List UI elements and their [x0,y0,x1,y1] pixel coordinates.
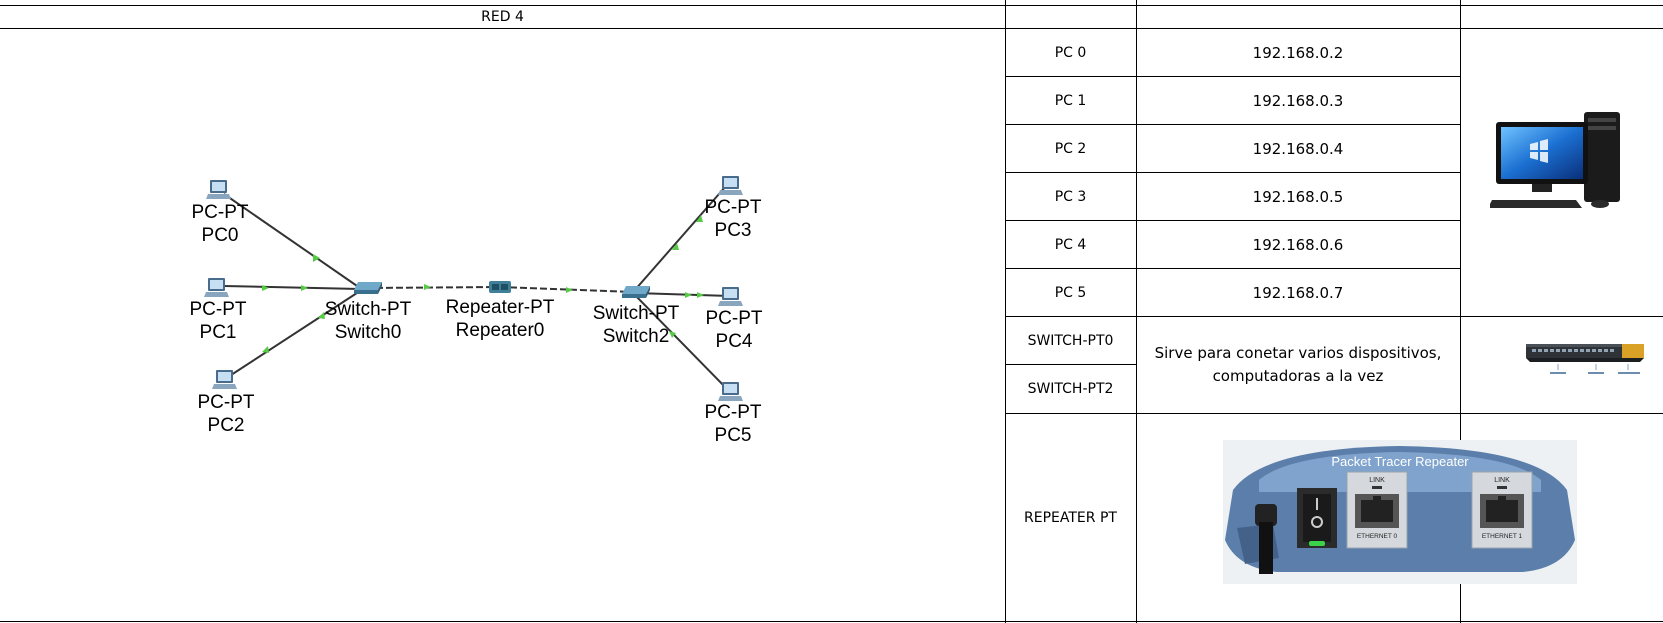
table-border-header [0,28,1663,29]
link-up-indicator [313,254,320,262]
link-status-markers [262,215,704,353]
connections [223,185,731,391]
device-name-label: PC5 [715,425,752,446]
repeater-image-caption: Packet Tracer Repeater [1331,454,1469,469]
switch-description: Sirve para conetar varios dispositivos, … [1136,317,1460,413]
device-name-label: PC2 [208,415,245,436]
network-topology-diagram: PC-PT PC0 PC-PT PC1 PC-PT PC2 Switch-PT … [190,176,763,446]
device-model-label: Switch-PT [593,303,680,324]
link-switch2-pc5 [633,293,729,391]
device-cell: PC 3 [1054,188,1087,205]
link-up-indicator [318,312,325,319]
device-cell: PC 1 [1054,92,1087,109]
pc-icon [204,278,229,297]
link-up-indicator [301,285,308,291]
row-line [1005,76,1460,77]
ip-cell: 192.168.0.6 [1252,235,1344,254]
device-cell: PC 2 [1054,140,1087,157]
pc-icon [206,180,231,199]
table-border-col1 [1005,0,1006,623]
link-up-indicator [424,284,431,290]
port-name-label: ETHERNET 0 [1357,533,1398,540]
device-model-label: PC-PT [705,402,762,423]
device-model-label: Switch-PT [325,299,412,320]
device-cell: PC 0 [1054,44,1087,61]
link-up-indicator [566,287,573,293]
device-model-label: PC-PT [198,392,255,413]
device-model-label: PC-PT [190,299,247,320]
pc-icon [718,287,743,306]
device-model-label: PC-PT [705,197,762,218]
link-pc1-switch0 [223,285,361,290]
switch-description-line: computadoras a la vez [1212,367,1384,385]
device-name-label: Switch0 [335,322,402,343]
device-name-label: Switch2 [603,326,670,347]
repeater-cell: REPEATER PT [1024,509,1117,526]
ip-cell: 192.168.0.4 [1252,139,1344,158]
link-switch0-repeater0 [365,286,501,289]
port-link-label: LINK [1369,477,1385,484]
link-switch2-pc4 [633,292,731,297]
device-model-label: PC-PT [706,308,763,329]
ip-cell: 192.168.0.7 [1252,283,1344,302]
row-line [1005,364,1136,365]
switch-device-image [1526,344,1644,374]
table-border-col3 [1460,0,1461,623]
device-name-label: Repeater0 [456,320,545,341]
port-link-label: LINK [1494,477,1510,484]
table-border-top [0,5,1663,6]
link-up-indicator [697,292,704,298]
network-title: RED 4 [481,9,524,25]
pc-icon [718,382,743,401]
ip-cell: 192.168.0.5 [1252,187,1344,206]
link-up-indicator [669,331,676,338]
device-name-label: PC0 [202,225,239,246]
desktop-computer-image [1490,112,1620,208]
repeater-device-image: Packet Tracer Repeater LINK LINK ETHERNE… [1223,440,1577,584]
row-line [1005,268,1460,269]
switch-cell: SWITCH-PT0 [1027,332,1114,349]
pc-icon [212,370,237,389]
row-line [1005,413,1663,414]
row-line [1005,316,1663,317]
row-line [1005,124,1460,125]
table-border-col2 [1136,0,1137,623]
device-model-label: PC-PT [192,202,249,223]
link-pc0-switch0 [223,193,361,289]
link-up-indicator [262,285,269,291]
device-model-label: Repeater-PT [446,297,555,318]
pc-icon [718,176,743,195]
row-line [1005,172,1460,173]
link-up-indicator [262,346,269,353]
port-name-label: ETHERNET 1 [1482,533,1523,540]
switch-cell: SWITCH-PT2 [1027,381,1114,397]
device-name-label: PC1 [200,322,237,343]
row-line [1005,220,1460,221]
link-up-indicator [696,215,703,222]
ip-cell: 192.168.0.2 [1252,43,1344,62]
link-up-indicator [685,292,692,298]
switch-icon [622,286,650,298]
link-up-indicator [672,243,679,250]
device-cell: PC 5 [1054,284,1087,301]
table-border-bottom [0,621,1663,622]
link-pc2-switch0 [227,290,361,378]
repeater-icon [489,281,511,293]
link-repeater0-switch2 [499,286,635,293]
device-name-label: PC4 [716,331,753,352]
device-cell: PC 4 [1054,236,1087,253]
link-switch2-pc3 [633,185,727,292]
ip-cell: 192.168.0.3 [1252,91,1344,110]
switch-description-line: Sirve para conetar varios dispositivos, [1154,344,1442,362]
switch-icon [354,282,382,294]
device-name-label: PC3 [715,220,752,241]
